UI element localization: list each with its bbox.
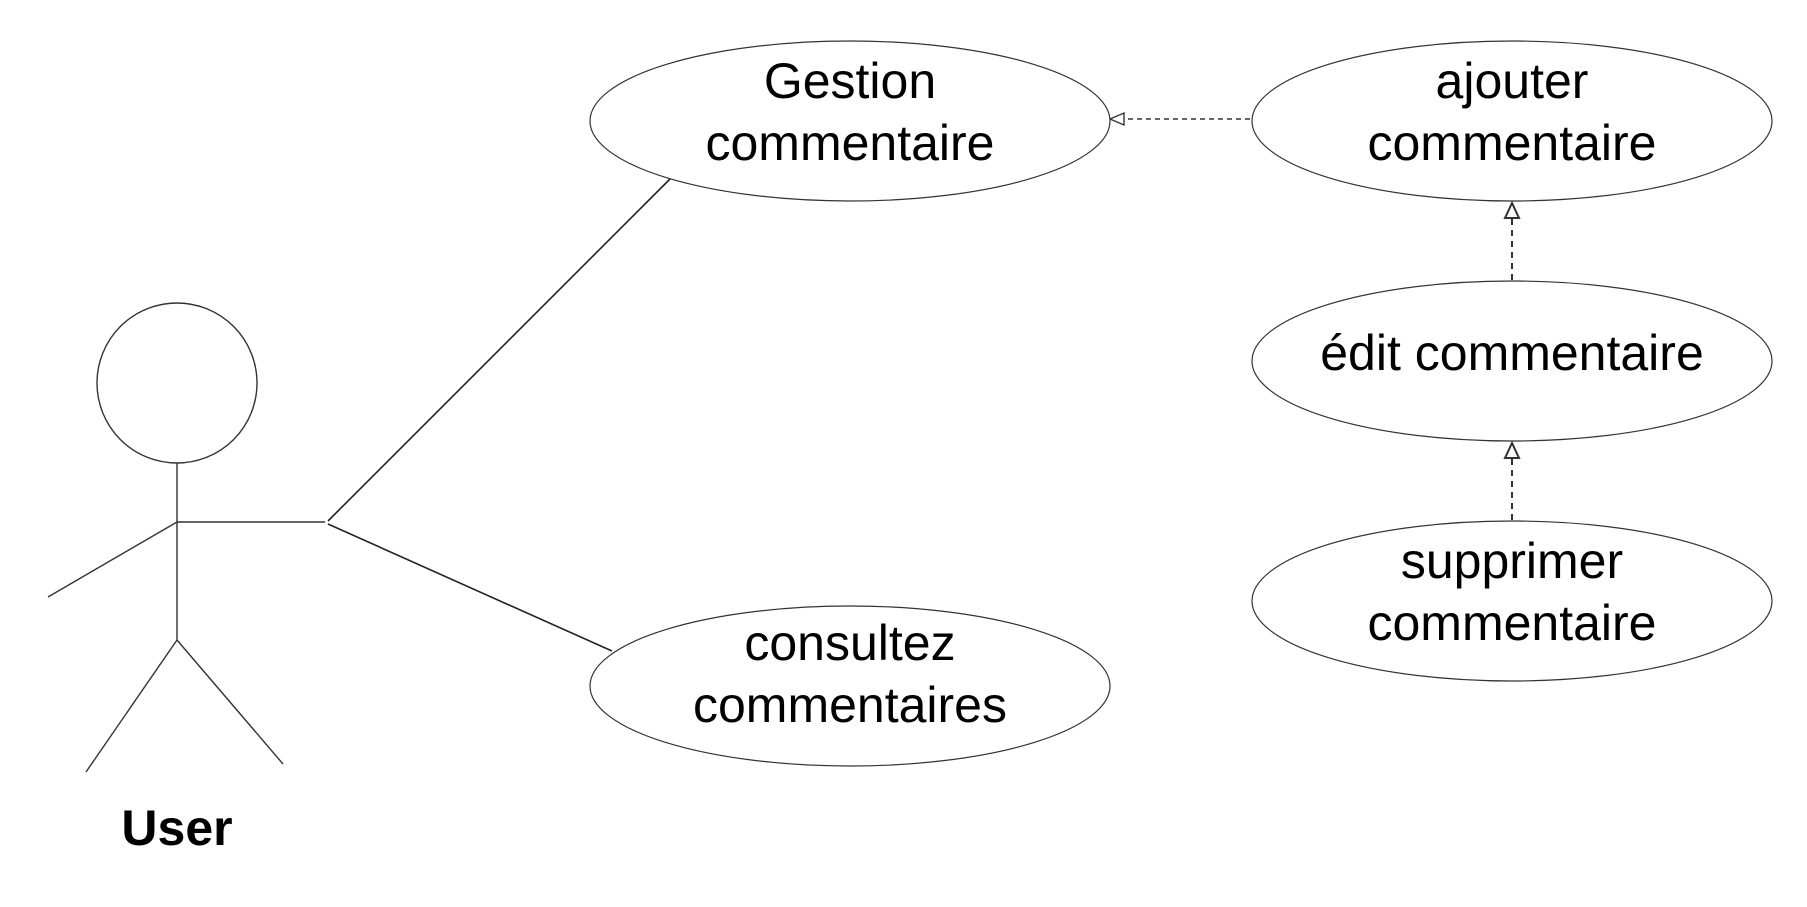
use-case-label-line1: Gestion xyxy=(764,53,936,109)
use-case-label-line1: supprimer xyxy=(1401,533,1623,589)
use-case-label-line1: édit commentaire xyxy=(1320,325,1704,381)
use-case-label-line1: consultez xyxy=(744,615,955,671)
use-case-label-line2: commentaire xyxy=(706,115,995,171)
actor-user[interactable]: User xyxy=(47,302,325,856)
dependency-edit-ajouter-arrowhead xyxy=(1503,200,1521,219)
association-consultez xyxy=(327,523,613,652)
use-case-ellipse xyxy=(1251,520,1773,682)
dependency-ajouter-gestion-arrowhead xyxy=(1108,111,1125,127)
use-case-ellipse xyxy=(1251,280,1773,442)
use-case-ajouter-commentaire[interactable]: ajouter commentaire xyxy=(1251,40,1773,202)
association-gestion xyxy=(327,177,672,522)
use-case-consultez-commentaires[interactable]: consultez commentaires xyxy=(589,605,1111,767)
use-case-ellipse xyxy=(589,40,1111,202)
use-case-supprimer-commentaire[interactable]: supprimer commentaire xyxy=(1251,520,1773,682)
use-case-label-line2: commentaire xyxy=(1368,115,1657,171)
actor-left-arm xyxy=(47,521,178,598)
actor-head xyxy=(96,302,258,464)
actor-left-leg xyxy=(85,639,178,773)
use-case-edit-commentaire[interactable]: édit commentaire xyxy=(1251,280,1773,442)
use-case-ellipse xyxy=(1251,40,1773,202)
use-case-label-line2: commentaire xyxy=(1368,595,1657,651)
use-case-gestion-commentaire[interactable]: Gestion commentaire xyxy=(589,40,1111,202)
dependency-supprimer-edit-arrowhead xyxy=(1503,440,1521,459)
use-case-label-line2: commentaires xyxy=(693,677,1007,733)
use-case-label-line1: ajouter xyxy=(1436,53,1589,109)
actor-label: User xyxy=(121,800,232,856)
use-case-ellipse xyxy=(589,605,1111,767)
actor-right-leg xyxy=(176,639,284,765)
